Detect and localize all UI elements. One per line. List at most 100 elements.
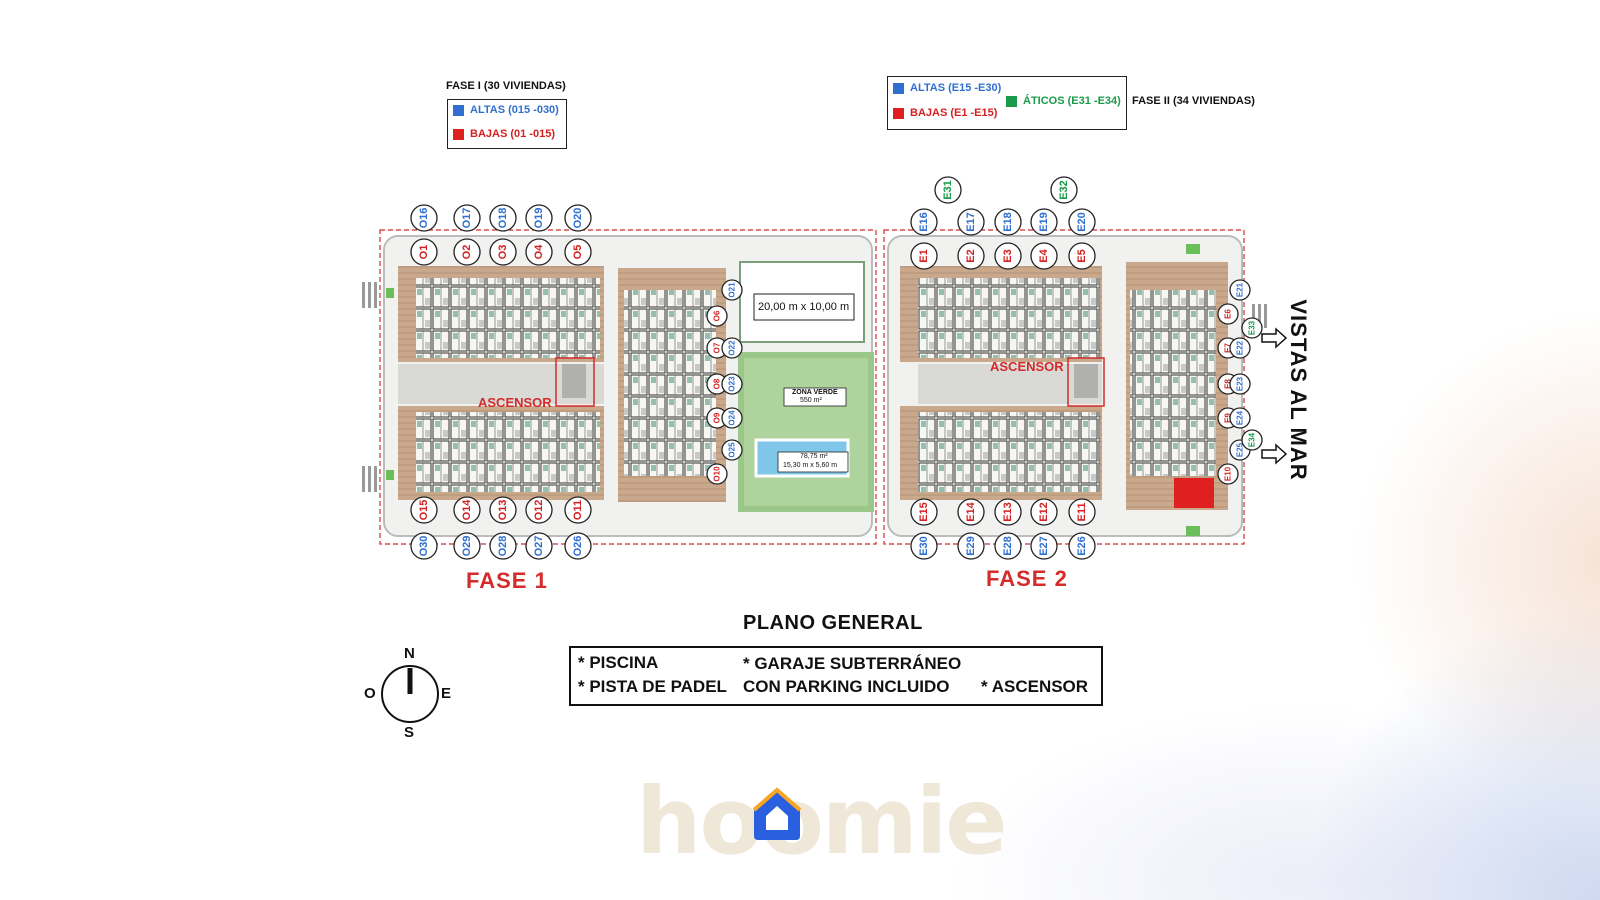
features-box: * PISCINA * PISTA DE PADEL * GARAJE SUBT… — [569, 646, 1103, 706]
unit-marker-circle — [721, 407, 743, 429]
unit-marker-circle — [525, 204, 553, 232]
unit-marker-circle — [564, 238, 592, 266]
unit-marker-circle — [1241, 429, 1263, 451]
feature-garaje-parking: CON PARKING INCLUIDO — [743, 677, 950, 696]
unit-label-o15: O15 — [418, 500, 430, 521]
unit-label-o3: O3 — [497, 245, 509, 260]
fase1-site — [362, 229, 877, 545]
altas-swatch — [453, 104, 464, 116]
legend-altas-label: ALTAS (015 -030) — [470, 104, 559, 116]
ascensor-label-fase1: ASCENSOR — [478, 395, 552, 410]
legend-altas-row: ALTAS (E15 -E30) — [893, 82, 1001, 94]
unit-label-e13: E13 — [1002, 502, 1014, 522]
unit-label-e34: E34 — [1248, 432, 1257, 447]
unit-label-o12: O12 — [533, 500, 545, 521]
unit-label-o26: O26 — [572, 536, 584, 557]
unit-label-o18: O18 — [497, 208, 509, 229]
unit-marker-circle — [721, 373, 743, 395]
unit-label-e14: E14 — [965, 501, 977, 521]
unit-label-o6: O6 — [713, 310, 722, 321]
unit-marker-circle — [525, 532, 553, 560]
unit-marker-circle — [489, 496, 517, 524]
aticos-swatch — [1006, 95, 1017, 107]
brand-watermark: hoomie — [636, 768, 1008, 875]
unit-label-e20: E20 — [1076, 212, 1088, 232]
unit-label-e19: E19 — [1038, 212, 1050, 232]
unit-marker-circle — [564, 496, 592, 524]
feature-padel: * PISTA DE PADEL — [578, 677, 727, 696]
pool-dimensions: 15,30 m x 5,60 m — [783, 462, 838, 469]
legend-altas-label: ALTAS (E15 -E30) — [910, 82, 1002, 94]
unit-label-e25: E25 — [1236, 442, 1245, 457]
unit-label-o22: O22 — [728, 340, 737, 356]
unit-label-e15: E15 — [918, 502, 930, 522]
ascensor-label-fase2: ASCENSOR — [990, 359, 1064, 374]
unit-label-e27: E27 — [1038, 536, 1050, 556]
compass — [381, 665, 439, 723]
unit-marker-circle — [994, 498, 1022, 526]
unit-label-e33: E33 — [1248, 320, 1257, 335]
unit-label-e7: E7 — [1224, 343, 1233, 353]
unit-label-e31: E31 — [942, 180, 954, 200]
unit-marker-circle — [489, 238, 517, 266]
unit-label-o27: O27 — [533, 536, 545, 557]
unit-marker-circle — [410, 496, 438, 524]
unit-marker-circle — [994, 208, 1022, 236]
unit-marker-circle — [721, 439, 743, 461]
unit-marker-circle — [1068, 532, 1096, 560]
unit-label-o1: O1 — [418, 245, 430, 260]
unit-label-e26: E26 — [1076, 536, 1088, 556]
unit-label-e22: E22 — [1236, 340, 1245, 355]
unit-marker-circle — [1030, 532, 1058, 560]
unit-label-o19: O19 — [533, 208, 545, 229]
compass-north: N — [404, 645, 415, 662]
unit-label-o16: O16 — [418, 208, 430, 229]
unit-marker-circle — [1217, 463, 1239, 485]
unit-label-o5: O5 — [572, 245, 584, 260]
fase1-legend-heading: FASE I (30 VIVIENDAS) — [446, 80, 566, 92]
unit-label-e4: E4 — [1038, 248, 1050, 262]
unit-label-o4: O4 — [533, 244, 545, 260]
unit-label-e24: E24 — [1236, 410, 1245, 425]
unit-marker-circle — [1229, 279, 1251, 301]
unit-marker-circle — [910, 498, 938, 526]
unit-marker-circle — [957, 498, 985, 526]
unit-label-o9: O9 — [713, 412, 722, 423]
feature-garaje: * GARAJE SUBTERRÁNEO — [743, 654, 962, 673]
unit-marker-circle — [934, 176, 962, 204]
legend-aticos-row: ÁTICOS (E31 -E34) — [1006, 95, 1121, 107]
unit-label-e11: E11 — [1076, 503, 1088, 522]
unit-label-e32: E32 — [1058, 180, 1070, 200]
unit-label-o2: O2 — [461, 245, 473, 260]
sea-arrows — [1261, 327, 1288, 465]
unit-label-o13: O13 — [497, 500, 509, 521]
unit-marker-circle — [910, 242, 938, 270]
unit-label-o25: O25 — [728, 442, 737, 458]
legend-bajas-label: BAJAS (E1 -E15) — [910, 107, 998, 119]
compass-east: E — [441, 685, 452, 702]
fase1-legend: ALTAS (015 -030) BAJAS (01 -015) — [447, 99, 567, 149]
fase2-site — [883, 229, 1267, 545]
unit-label-o7: O7 — [713, 342, 722, 353]
unit-label-e29: E29 — [965, 536, 977, 556]
unit-marker-circle — [1229, 373, 1251, 395]
unit-marker-circle — [1229, 407, 1251, 429]
unit-label-e3: E3 — [1002, 249, 1014, 262]
fase2-legend: ALTAS (E15 -E30) BAJAS (E1 -E15) ÁTICOS … — [887, 76, 1127, 130]
vistas-al-mar-label: VISTAS AL MAR — [1286, 299, 1311, 481]
unit-label-o24: O24 — [728, 410, 737, 426]
legend-aticos-label: ÁTICOS (E31 -E34) — [1023, 95, 1121, 107]
unit-label-o28: O28 — [497, 536, 509, 557]
unit-label-e17: E17 — [965, 212, 977, 232]
legend-bajas-row: BAJAS (E1 -E15) — [893, 107, 997, 119]
unit-marker-circle — [1068, 208, 1096, 236]
unit-marker-circle — [1229, 337, 1251, 359]
unit-marker-circle — [564, 532, 592, 560]
unit-marker-circle — [1030, 208, 1058, 236]
unit-label-o8: O8 — [713, 378, 722, 389]
plano-general-title: PLANO GENERAL — [743, 612, 923, 634]
unit-marker-circle — [1068, 498, 1096, 526]
unit-marker-circle — [957, 532, 985, 560]
unit-marker-circle — [453, 238, 481, 266]
unit-marker-circle — [410, 204, 438, 232]
